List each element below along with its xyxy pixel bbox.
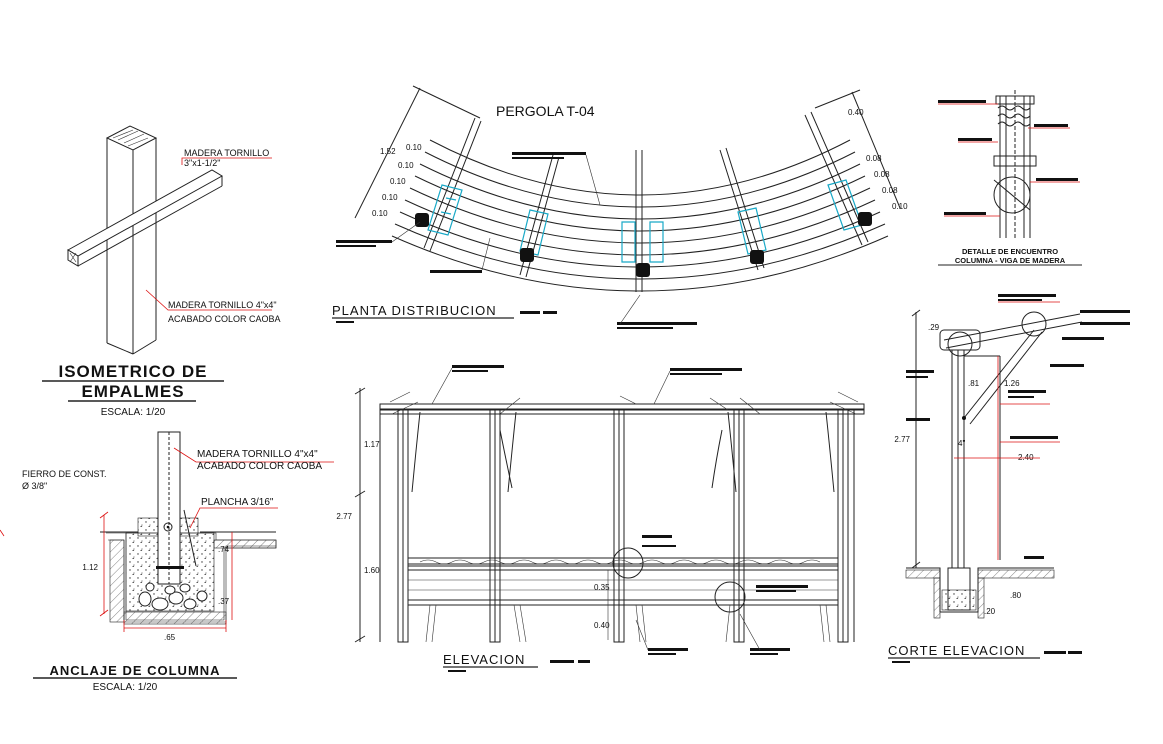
sec-dim-total: 2.77 xyxy=(894,435,910,444)
anch-dim-base: .65 xyxy=(164,633,176,642)
sec-dim-c: 2.40 xyxy=(1018,453,1034,462)
elev-dim-total: 2.77 xyxy=(336,512,352,521)
anch-label-plate: PLANCHA 3/16" xyxy=(201,497,274,508)
plan-tags xyxy=(336,152,697,329)
plan-dim-right-line xyxy=(814,89,861,109)
elev-dim-lower: 1.60 xyxy=(364,566,380,575)
plan-dim-l5: 0.10 xyxy=(372,209,388,218)
sec-dim-d: .80 xyxy=(1010,591,1022,600)
soil-left xyxy=(109,539,125,623)
plan-view: PERGOLA T-04 xyxy=(332,85,908,329)
elev-dim-upper: 1.17 xyxy=(364,440,380,449)
plan-columns xyxy=(415,212,872,277)
plan-dim-l3: 0.10 xyxy=(390,177,406,186)
leader-top xyxy=(181,157,272,165)
anch-title: ANCLAJE DE COLUMNA xyxy=(49,663,220,678)
anch-scale: ESCALA: 1/20 xyxy=(93,682,158,693)
stones xyxy=(138,582,208,611)
plan-dim-r0: 0.40 xyxy=(848,108,864,117)
elev-bracing xyxy=(411,411,835,493)
iso-title-1: ISOMETRICO DE xyxy=(58,362,207,381)
plan-dim-r2: 0.08 xyxy=(874,170,890,179)
plan-dim-l4: 0.10 xyxy=(382,193,398,202)
plan-title: PERGOLA T-04 xyxy=(496,103,595,119)
iso-label-top-1: MADERA TORNILLO xyxy=(184,148,269,158)
junction-detail: DETALLE DE ENCUENTRO COLUMNA - VIGA DE M… xyxy=(938,90,1082,266)
detail-title-1: DETALLE DE ENCUENTRO xyxy=(962,247,1058,256)
elevation-view: 1.17 2.77 1.60 0.35 0.40 ELEVACION xyxy=(336,365,865,672)
elev-detail-circle-1 xyxy=(612,547,644,579)
section-tags xyxy=(906,294,1130,559)
sec-dim-top: .29 xyxy=(928,323,940,332)
anchorage-detail: 1.12 .74 .37 .65 MADERA TORNILLO 4"x4" A… xyxy=(0,431,334,693)
elev-detail-circle-2 xyxy=(714,581,746,613)
anch-label-iron-2: Ø 3/8" xyxy=(22,481,47,491)
iso-title-2: EMPALMES xyxy=(81,382,184,401)
base-plate xyxy=(156,566,184,569)
anch-dim-left: 1.12 xyxy=(82,563,98,572)
sec-dim-e: .20 xyxy=(984,607,996,616)
section-subtitle: CORTE ELEVACION xyxy=(888,643,1025,658)
anch-dim-mid: .74 xyxy=(218,545,230,554)
section-circle-2 xyxy=(1021,311,1047,337)
anch-label-wood-1: MADERA TORNILLO 4"x4" xyxy=(197,449,318,460)
soil-bottom xyxy=(123,611,227,625)
detail-title-2: COLUMNA - VIGA DE MADERA xyxy=(955,256,1066,265)
post-top-grain xyxy=(112,129,149,147)
anch-label-wood-2: ACABADO COLOR CAOBA xyxy=(197,461,322,472)
plan-connectors xyxy=(427,179,863,263)
detail-circle xyxy=(993,176,1031,214)
section-circle-1 xyxy=(947,331,973,357)
elev-dim-035: 0.35 xyxy=(594,583,610,592)
plan-dim-left-line xyxy=(354,87,421,219)
sec-dim-b: 1.26 xyxy=(1004,379,1020,388)
iso-label-bottom-2: ACABADO COLOR CAOBA xyxy=(168,314,281,324)
anchor-plate xyxy=(183,509,197,567)
elev-dim-040: 0.40 xyxy=(594,621,610,630)
leader-wood xyxy=(173,447,334,463)
plan-dim-r3: 0.08 xyxy=(882,186,898,195)
leader-bottom xyxy=(145,289,272,311)
plan-subtitle: PLANTA DISTRIBUCION xyxy=(332,303,497,318)
post-top-face xyxy=(105,125,158,151)
plan-dim-l1: 0.10 xyxy=(406,143,422,152)
plan-dim-l2: 0.10 xyxy=(398,161,414,170)
anch-label-iron-1: FIERRO DE CONST. xyxy=(22,469,107,479)
iso-scale: ESCALA: 1/20 xyxy=(101,407,166,418)
isometric-view: MADERA TORNILLO 3"x1-1/2" MADERA TORNILL… xyxy=(42,125,281,418)
elev-top-beam xyxy=(379,403,865,410)
sec-dim-a: .81 xyxy=(968,379,980,388)
plan-dim-l0: 1.52 xyxy=(380,147,396,156)
beam-top xyxy=(67,169,223,257)
elev-tags xyxy=(431,365,808,655)
sec-dim-f: 4" xyxy=(958,439,965,448)
elev-columns xyxy=(379,409,855,643)
leader-plate xyxy=(189,507,278,529)
section-view: .29 .81 1.26 2.77 2.40 .80 .20 4" CORTE … xyxy=(888,294,1130,663)
iso-label-top-2: 3"x1-1/2" xyxy=(184,158,220,168)
iso-label-bottom-1: MADERA TORNILLO 4"x4" xyxy=(168,300,277,310)
elev-subtitle: ELEVACION xyxy=(443,652,525,667)
anch-dim-low: .37 xyxy=(218,597,230,606)
elev-mid-beam xyxy=(407,557,839,565)
bolt xyxy=(163,522,173,532)
plan-dim-r4: 0.10 xyxy=(892,202,908,211)
plan-dim-r1: 0.08 xyxy=(866,154,882,163)
plan-radial-beams xyxy=(423,111,869,292)
